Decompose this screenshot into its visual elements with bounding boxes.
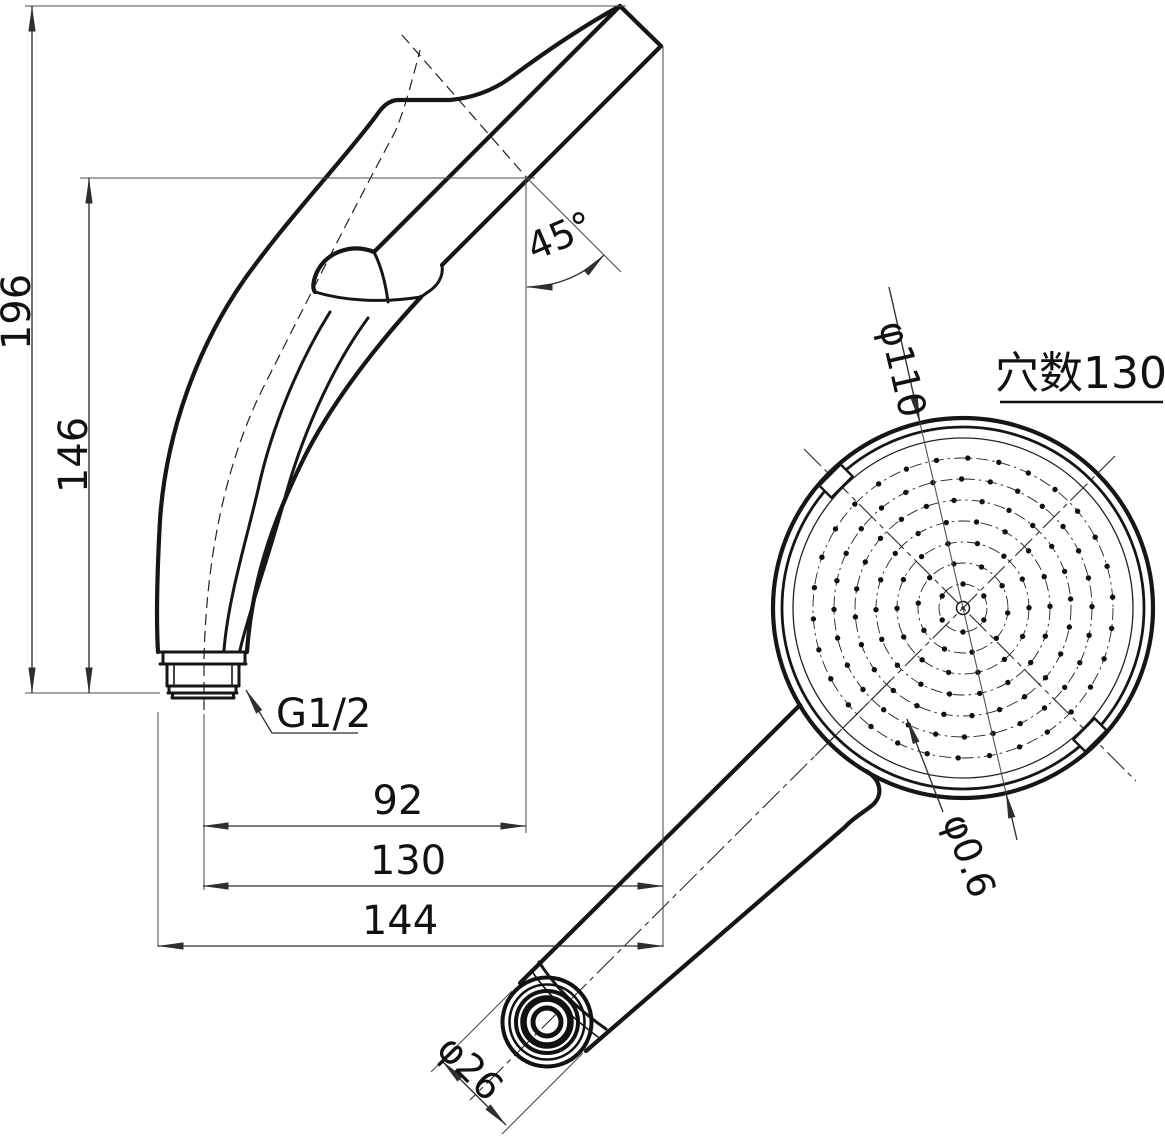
dim-line-dia110-bottom [1005, 792, 1018, 841]
side-view [154, 3, 664, 710]
side-view-centerline [203, 49, 421, 710]
dim-label-thread-size: G1/2 [276, 691, 371, 737]
dimensions: 196 146 45° G1/2 92 130 144 φ110 φ0.6 φ2… [0, 5, 1165, 1135]
dim-label-head-angle: 45° [520, 203, 599, 270]
handle-right-silhouette [244, 294, 424, 655]
head-top-face [617, 3, 664, 49]
face-handle-edge-lower [583, 768, 882, 1054]
rim-tab-upper-left [817, 462, 855, 500]
head-dome-right-edge [372, 250, 390, 304]
face-handle-edge-upper [517, 702, 803, 986]
face-connector-rings [500, 975, 594, 1069]
head-notch [419, 263, 444, 299]
dim-label-130: 130 [370, 838, 446, 884]
grip-inner-line-right [238, 316, 370, 652]
dim-label-overall-height: 196 [0, 274, 40, 350]
dim-label-144: 144 [362, 898, 438, 944]
head-dome-cap [311, 246, 377, 295]
face-center-ring [955, 600, 971, 616]
rim-tab-lower-right [1071, 716, 1109, 754]
dim-label-face-diameter: φ110 [870, 317, 935, 422]
head-axis-dashed-line [401, 34, 528, 179]
spray-hole-pattern [810, 455, 1116, 761]
dim-label-connector-diameter: φ26 [429, 1026, 512, 1109]
head-dome-seam [313, 290, 423, 302]
head-crease-line [371, 3, 623, 255]
thread-connector [156, 650, 249, 700]
face-diagonal-centerline-1 [803, 448, 1137, 782]
dim-label-spray-hole-diameter: φ0.6 [934, 808, 1005, 903]
dim-line-dia110-top [888, 286, 921, 424]
leader-spray-hole [906, 718, 944, 813]
handle-outer-silhouette [154, 3, 623, 655]
face-view [469, 415, 1156, 1101]
dim-line-dia26 [441, 1060, 507, 1126]
leader-thread [245, 689, 358, 734]
face-handle-centerline [469, 680, 891, 1101]
face-rim-circle [780, 425, 1146, 791]
dim-label-handle-height: 146 [51, 417, 97, 493]
head-lower-edge [439, 43, 664, 268]
grip-inner-line-left [222, 310, 332, 652]
face-outer-circle [770, 415, 1156, 801]
dim-arc-45 [526, 254, 605, 291]
dim-label-92: 92 [373, 778, 424, 824]
hole-count-note: 穴数130 [995, 348, 1165, 399]
face-plate-circle [792, 437, 1134, 779]
